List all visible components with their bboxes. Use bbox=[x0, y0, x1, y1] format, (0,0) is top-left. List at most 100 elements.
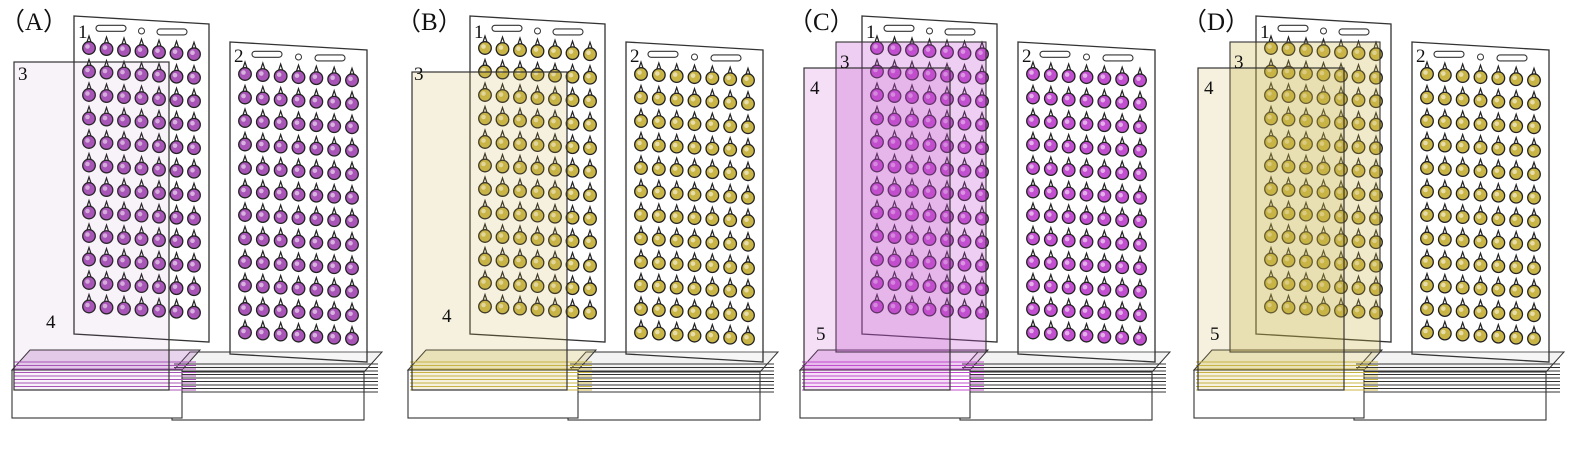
port-highlight bbox=[120, 281, 125, 286]
port-nozzle bbox=[638, 177, 644, 186]
port-nozzle bbox=[121, 247, 127, 256]
port-nozzle bbox=[552, 273, 558, 282]
port-highlight bbox=[708, 144, 714, 150]
port bbox=[651, 84, 666, 106]
port-nozzle bbox=[709, 111, 715, 120]
port bbox=[117, 200, 131, 222]
port-highlight bbox=[873, 232, 878, 237]
port bbox=[1026, 60, 1040, 81]
port-highlight bbox=[908, 69, 913, 75]
port bbox=[1079, 227, 1094, 249]
port bbox=[887, 199, 902, 221]
hanger-slot bbox=[883, 24, 915, 32]
port-highlight bbox=[551, 236, 556, 241]
port-highlight bbox=[1047, 282, 1052, 288]
port-highlight bbox=[708, 168, 714, 173]
port-highlight bbox=[637, 281, 642, 287]
port-highlight bbox=[637, 70, 642, 75]
port-highlight bbox=[102, 256, 108, 262]
port-highlight bbox=[190, 191, 195, 197]
port-highlight bbox=[1136, 287, 1141, 293]
port bbox=[1097, 158, 1112, 180]
port-highlight bbox=[586, 308, 591, 314]
hanger-slot bbox=[647, 50, 679, 58]
port-nozzle bbox=[1137, 160, 1143, 169]
port-highlight bbox=[498, 139, 504, 144]
port bbox=[99, 152, 114, 174]
port-nozzle bbox=[260, 249, 266, 258]
port-nozzle bbox=[138, 295, 145, 304]
port-highlight bbox=[1423, 70, 1428, 75]
port bbox=[1097, 205, 1112, 227]
port-highlight bbox=[637, 211, 642, 216]
port-highlight bbox=[241, 70, 246, 75]
port-highlight bbox=[1136, 193, 1141, 199]
port-highlight bbox=[586, 120, 591, 126]
port bbox=[870, 222, 884, 243]
port bbox=[687, 110, 702, 132]
port-highlight bbox=[637, 328, 642, 334]
port-nozzle bbox=[349, 136, 355, 145]
port-highlight bbox=[348, 264, 353, 270]
port bbox=[1115, 300, 1130, 322]
port-highlight bbox=[637, 140, 642, 146]
port bbox=[741, 136, 755, 158]
port-nozzle bbox=[349, 183, 355, 192]
port-nozzle bbox=[534, 295, 541, 304]
port-nozzle bbox=[1137, 324, 1143, 333]
port-highlight bbox=[241, 93, 246, 99]
port-nozzle bbox=[331, 206, 337, 215]
port bbox=[134, 37, 149, 59]
port-nozzle bbox=[313, 87, 319, 96]
port-highlight bbox=[1512, 286, 1517, 292]
port-nozzle bbox=[138, 131, 145, 140]
hanger-slot bbox=[710, 54, 742, 62]
port-highlight bbox=[1047, 306, 1052, 311]
port-nozzle bbox=[891, 35, 898, 44]
port-highlight bbox=[1064, 142, 1070, 148]
port-nozzle bbox=[103, 223, 110, 232]
port-highlight bbox=[155, 71, 160, 77]
port bbox=[741, 183, 755, 205]
port-nozzle bbox=[156, 108, 162, 117]
port bbox=[169, 133, 184, 155]
port-highlight bbox=[155, 48, 160, 53]
port bbox=[1097, 228, 1112, 250]
port-nozzle bbox=[482, 222, 488, 231]
port-highlight bbox=[294, 120, 300, 125]
port-nozzle bbox=[121, 130, 127, 139]
port bbox=[583, 40, 597, 62]
port bbox=[117, 36, 131, 58]
hanger-slot bbox=[944, 28, 976, 36]
port bbox=[548, 85, 562, 107]
port-nozzle bbox=[1119, 300, 1125, 309]
port-highlight bbox=[330, 263, 335, 269]
port-highlight bbox=[960, 96, 966, 101]
port-highlight bbox=[481, 91, 486, 96]
port-nozzle bbox=[961, 86, 968, 95]
port-nozzle bbox=[191, 157, 197, 166]
port-highlight bbox=[1064, 95, 1070, 101]
port-nozzle bbox=[1119, 182, 1125, 191]
port-highlight bbox=[1476, 214, 1482, 219]
port-highlight bbox=[1476, 96, 1482, 102]
port-highlight bbox=[85, 279, 90, 284]
port-highlight bbox=[276, 72, 282, 77]
port-highlight bbox=[1441, 259, 1446, 264]
port bbox=[291, 204, 306, 226]
port-nozzle bbox=[656, 202, 662, 211]
port bbox=[291, 110, 306, 132]
port-nozzle bbox=[656, 296, 662, 305]
port bbox=[975, 204, 989, 226]
port bbox=[975, 110, 989, 132]
port-highlight bbox=[690, 308, 696, 313]
port-nozzle bbox=[979, 181, 985, 190]
port-highlight bbox=[1441, 235, 1446, 241]
port-nozzle bbox=[278, 85, 284, 94]
port-highlight bbox=[586, 144, 591, 150]
port bbox=[1043, 225, 1058, 247]
port bbox=[1026, 154, 1040, 175]
port-highlight bbox=[1441, 94, 1446, 100]
port bbox=[583, 204, 597, 226]
port-highlight bbox=[1530, 287, 1535, 293]
